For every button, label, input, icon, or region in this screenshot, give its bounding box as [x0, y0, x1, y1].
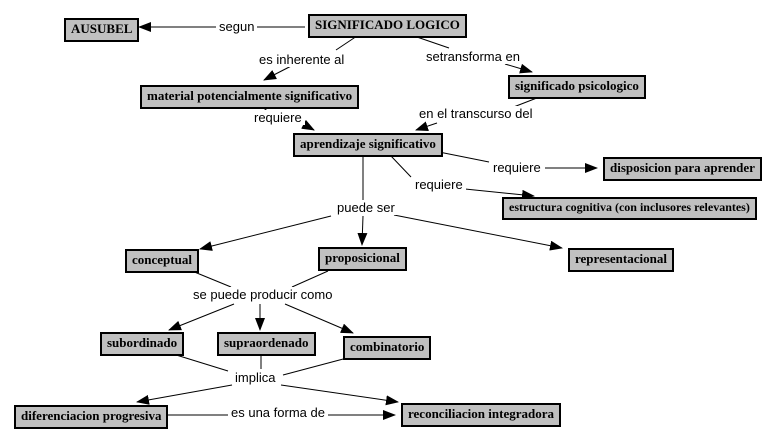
- node-conceptual[interactable]: conceptual: [125, 249, 199, 273]
- edge-material-aprendizaje-b: [301, 119, 315, 131]
- edge-label-es-una-forma-de: es una forma de: [228, 405, 328, 420]
- edge-significado-psicologico-a: [413, 35, 450, 49]
- edge-label-requiere-1: requiere: [251, 110, 305, 125]
- edge-sppc-subordinado: [168, 303, 235, 331]
- edge-puedeser-representacional: [393, 214, 563, 251]
- node-aprendizaje-significativo[interactable]: aprendizaje significativo: [293, 133, 443, 157]
- edge-sppc-combinatorio: [284, 303, 354, 334]
- node-disposicion-para-aprender[interactable]: disposicion para aprender: [603, 157, 762, 181]
- node-representacional[interactable]: representacional: [568, 248, 674, 272]
- node-estructura-cognitiva[interactable]: estructura cognitiva (con inclusores rel…: [502, 197, 757, 220]
- edge-label-puede-ser: puede ser: [334, 200, 398, 215]
- node-diferenciacion-progresiva[interactable]: diferenciacion progresiva: [14, 405, 169, 429]
- edge-psicologico-aprendizaje-b: [415, 121, 438, 131]
- edge-label-se-puede-producir-como: se puede producir como: [190, 287, 336, 302]
- node-ausubel[interactable]: AUSUBEL: [64, 18, 140, 42]
- edge-subordinado-implica: [172, 353, 229, 372]
- edge-label-segun: segun: [216, 19, 258, 34]
- node-significado-psicologico[interactable]: significado psicologico: [508, 75, 646, 99]
- edge-puedeser-conceptual: [199, 215, 332, 251]
- edge-label-en-el-transcurso-del: en el transcurso del: [416, 106, 536, 121]
- node-supraordenado[interactable]: supraordenado: [217, 332, 316, 356]
- edge-combinatorio-implica: [282, 357, 348, 376]
- edge-label-requiere-3: requiere: [412, 177, 466, 192]
- edge-puedeser-proposicional: [357, 215, 368, 246]
- edge-implica-diferenciacion: [136, 384, 233, 405]
- node-subordinado[interactable]: subordinado: [100, 332, 185, 356]
- edge-implica-reconciliacion: [280, 384, 399, 406]
- edge-significado-psicologico-b: [504, 63, 533, 74]
- edge-aprendizaje-estructura-a: [390, 155, 412, 178]
- edge-label-es-inherente-al: es inherente al: [256, 52, 348, 67]
- edge-conceptual-sppc: [191, 270, 232, 288]
- edge-label-setransforma-en: setransforma en: [423, 49, 523, 64]
- edge-aprendizaje-estructura-b: [464, 188, 535, 200]
- edge-aprendizaje-disposicion-a: [433, 150, 490, 163]
- edge-label-requiere-2: requiere: [490, 160, 544, 175]
- node-proposicional[interactable]: proposicional: [318, 247, 407, 271]
- edge-proposicional-sppc: [291, 270, 329, 288]
- node-material-potencialmente-significativo[interactable]: material potencialmente significativo: [140, 85, 360, 109]
- edge-significado-material-a: [335, 35, 358, 51]
- node-combinatorio[interactable]: combinatorio: [343, 336, 432, 360]
- edge-label-implica: implica: [232, 370, 279, 385]
- node-reconciliacion-integradora[interactable]: reconciliacion integradora: [401, 403, 561, 427]
- node-significado-logico[interactable]: SIGNIFICADO LOGICO: [308, 14, 467, 38]
